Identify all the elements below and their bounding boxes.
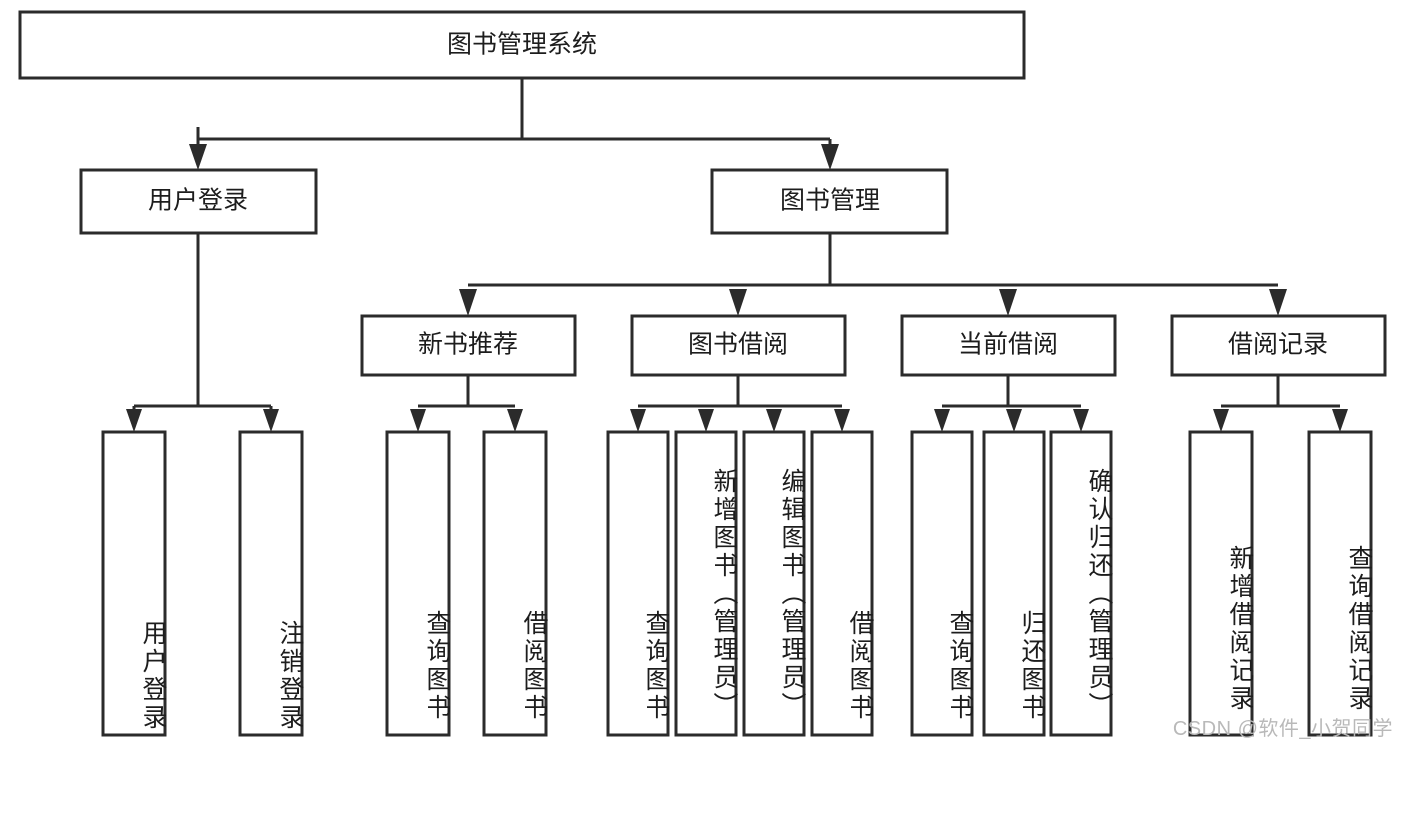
arrow-head-leaf-user-login <box>126 409 142 432</box>
node-book-borrow-label: 图书借阅 <box>688 331 788 359</box>
node-user-login[interactable]: 用户登录 <box>79 168 318 235</box>
node-borrow-record-label: 借阅记录 <box>1228 331 1328 359</box>
connector-layer <box>126 78 1348 432</box>
leaf-box-user-login[interactable] <box>101 430 167 737</box>
arrow-head-book-mgmt <box>821 144 839 170</box>
leaf-box-add-book[interactable] <box>674 430 738 737</box>
leaf-box-query-book-1[interactable] <box>385 430 451 737</box>
flowchart-diagram: 图书管理系统 用户登录 图书管理 新书推荐 图书借阅 当前借阅 借阅记录 <box>18 10 1393 740</box>
node-book-management-label: 图书管理 <box>780 187 880 215</box>
node-new-book-recommend-label: 新书推荐 <box>418 331 518 359</box>
arrow-head-leaf-logout <box>263 409 279 432</box>
csdn-watermark: CSDN @软件_小贺同学 <box>1172 718 1393 740</box>
arrow-head-leaf-query-book-1 <box>410 409 426 432</box>
node-borrow-record[interactable]: 借阅记录 <box>1170 314 1387 377</box>
arrow-head-leaf-confirm-return <box>1073 409 1089 432</box>
arrow-head-leaf-borrow-book-1 <box>507 409 523 432</box>
leaf-box-query-record[interactable] <box>1307 430 1373 737</box>
leaf-box-return-book[interactable] <box>982 430 1046 737</box>
arrow-head-new-book-rec <box>459 289 477 316</box>
leaf-box-edit-book[interactable] <box>742 430 806 737</box>
leaf-box-logout[interactable] <box>238 430 304 737</box>
leaf-box-borrow-book-1[interactable] <box>482 430 548 737</box>
leaf-box-confirm-return[interactable] <box>1049 430 1113 737</box>
arrow-head-leaf-query-book-3 <box>934 409 950 432</box>
arrow-head-leaf-add-book <box>698 409 714 432</box>
arrow-head-leaf-return-book <box>1006 409 1022 432</box>
arrow-head-leaf-query-record <box>1332 409 1348 432</box>
node-book-management-box[interactable] <box>710 168 949 235</box>
node-user-login-box[interactable] <box>79 168 318 235</box>
node-root[interactable]: 图书管理系统 <box>18 10 1026 80</box>
arrow-head-borrow-record <box>1269 289 1287 316</box>
leaf-box-layer <box>101 430 1373 737</box>
arrow-head-user-login <box>189 144 207 170</box>
flowchart-svg: 图书管理系统 用户登录 图书管理 新书推荐 图书借阅 当前借阅 借阅记录 <box>18 10 1387 737</box>
leaf-box-query-book-2[interactable] <box>606 430 670 737</box>
node-current-borrow[interactable]: 当前借阅 <box>900 314 1117 377</box>
arrow-head-leaf-edit-book <box>766 409 782 432</box>
node-current-borrow-box[interactable] <box>900 314 1117 377</box>
node-root-label: 图书管理系统 <box>447 31 597 59</box>
leaf-box-add-record[interactable] <box>1188 430 1254 737</box>
leaf-box-borrow-book-2[interactable] <box>810 430 874 737</box>
arrow-head-current-borrow <box>999 289 1017 316</box>
leaf-box-query-book-3[interactable] <box>910 430 974 737</box>
node-root-box[interactable] <box>18 10 1026 80</box>
arrow-head-book-borrow <box>729 289 747 316</box>
node-new-book-recommend[interactable]: 新书推荐 <box>360 314 577 377</box>
arrow-head-leaf-borrow-book-2 <box>834 409 850 432</box>
arrow-head-leaf-add-record <box>1213 409 1229 432</box>
node-book-management[interactable]: 图书管理 <box>710 168 949 235</box>
node-current-borrow-label: 当前借阅 <box>958 331 1058 359</box>
node-book-borrow[interactable]: 图书借阅 <box>630 314 847 377</box>
node-borrow-record-box[interactable] <box>1170 314 1387 377</box>
node-new-book-recommend-box[interactable] <box>360 314 577 377</box>
node-user-login-label: 用户登录 <box>148 187 248 215</box>
node-book-borrow-box[interactable] <box>630 314 847 377</box>
arrow-head-leaf-query-book-2 <box>630 409 646 432</box>
